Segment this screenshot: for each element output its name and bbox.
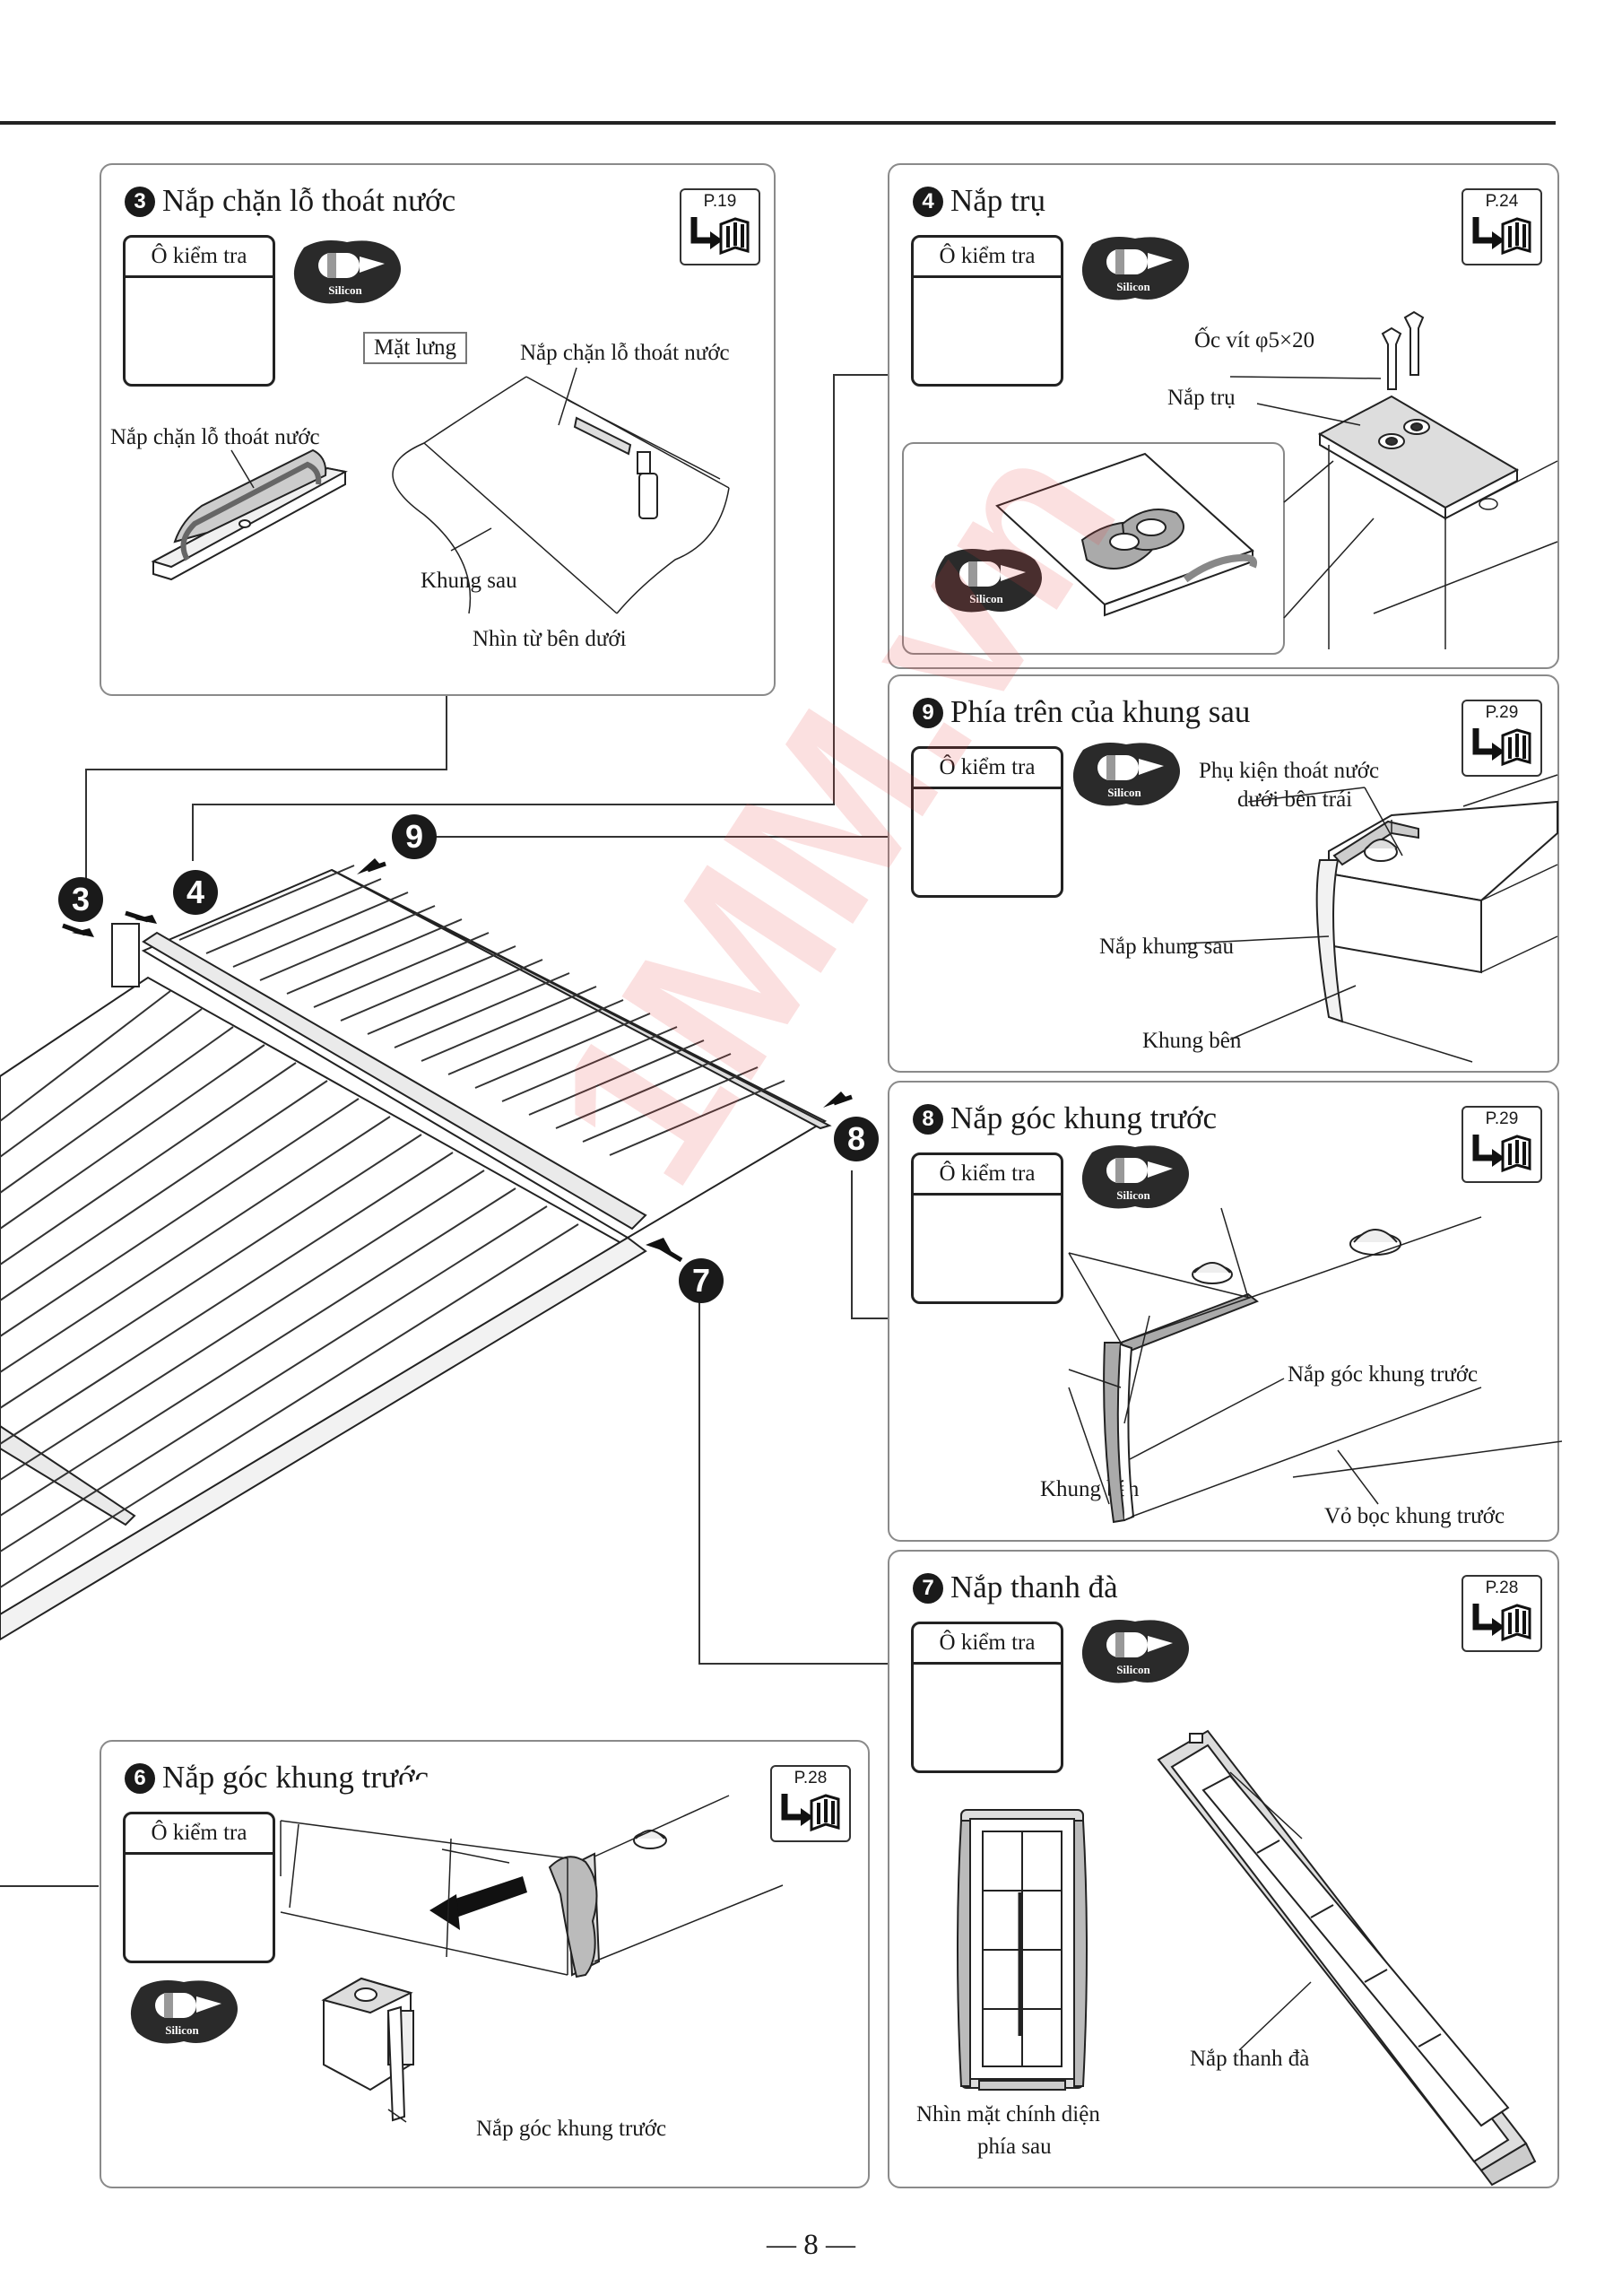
check-box[interactable]: Ô kiểm tra: [911, 746, 1063, 898]
corner-cap-drawing: [1068, 1199, 1563, 1524]
check-box[interactable]: Ô kiểm tra: [911, 235, 1063, 387]
svg-text:Silicon: Silicon: [969, 592, 1003, 605]
callout-marker-9: 9: [392, 814, 437, 859]
page-reference-link[interactable]: P.29: [1462, 700, 1542, 777]
callout-marker-3: 3: [58, 877, 103, 922]
page-jump-icon: [781, 1794, 840, 1832]
post-cap-label: Nắp trụ: [1167, 386, 1236, 410]
svg-text:Silicon: Silicon: [1116, 1188, 1150, 1202]
page-reference-link[interactable]: P.28: [1462, 1575, 1542, 1652]
screw-label: Ốc vít φ5×20: [1194, 328, 1315, 352]
rear-view-label: Nhìn mặt chính diện: [916, 2102, 1100, 2126]
page-reference-link[interactable]: P.28: [770, 1765, 851, 1842]
beam-cap-drawing: [957, 1729, 1537, 2187]
silicon-icon: Silicon: [293, 240, 401, 304]
view-from-below-label: Nhìn từ bên dưới: [473, 627, 627, 651]
page-number: — 8 —: [767, 2229, 855, 2261]
header-rule: [0, 121, 1556, 125]
callout-marker-4: 4: [173, 870, 218, 915]
drain-cap-label: Nắp chặn lỗ thoát nước: [110, 425, 320, 449]
callout-marker-7: 7: [679, 1258, 724, 1303]
svg-text:Silicon: Silicon: [1116, 1663, 1150, 1676]
check-box[interactable]: Ô kiểm tra: [123, 235, 275, 387]
check-box[interactable]: Ô kiểm tra: [911, 1622, 1063, 1773]
svg-text:Silicon: Silicon: [1107, 786, 1141, 799]
callout-marker-8: 8: [834, 1117, 879, 1161]
page-jump-icon: [1472, 1135, 1531, 1173]
svg-text:Silicon: Silicon: [1116, 280, 1150, 293]
page-jump-icon: [1472, 1604, 1531, 1642]
drain-cap-drawing: [151, 367, 730, 614]
page-jump-icon: [690, 217, 750, 256]
silicon-icon: Silicon: [1072, 743, 1180, 806]
side-frame-label: Khung bên: [1142, 1029, 1242, 1053]
drain-fitting-label: Phụ kiện thoát nước: [1199, 759, 1380, 783]
check-box[interactable]: Ô kiểm tra: [911, 1152, 1063, 1304]
front-frame-cover-label: Vỏ bọc khung trước: [1324, 1504, 1505, 1528]
beam-cap-label: Nắp thanh đà: [1190, 2047, 1310, 2071]
rear-view-label: phía sau: [977, 2135, 1052, 2159]
silicon-icon: Silicon: [1081, 1620, 1189, 1683]
silicon-icon: Silicon: [934, 549, 1042, 613]
page-reference-link[interactable]: P.29: [1462, 1106, 1542, 1183]
silicon-icon: Silicon: [1081, 1145, 1189, 1209]
rear-frame-drawing: [1184, 774, 1558, 1063]
silicon-icon: Silicon: [1081, 237, 1189, 300]
silicon-icon: Silicon: [130, 1980, 238, 2044]
page-reference-link[interactable]: P.19: [680, 188, 760, 265]
svg-text:Silicon: Silicon: [165, 2023, 199, 2037]
page-jump-icon: [1472, 728, 1531, 767]
page-jump-icon: [1472, 217, 1531, 256]
check-box[interactable]: Ô kiểm tra: [123, 1812, 275, 1963]
rear-frame-cap-label: Nắp khung sau: [1099, 935, 1234, 959]
front-corner-cap-label: Nắp góc khung trước: [476, 2117, 667, 2141]
back-face-label: Mặt lưng: [363, 332, 468, 364]
svg-text:Silicon: Silicon: [328, 283, 362, 297]
corner-cap-insert-drawing: [280, 1778, 784, 2123]
front-corner-cap-label: Nắp góc khung trước: [1288, 1362, 1479, 1387]
page-reference-link[interactable]: P.24: [1462, 188, 1542, 265]
drain-cap-label: Nắp chặn lỗ thoát nước: [520, 341, 730, 365]
